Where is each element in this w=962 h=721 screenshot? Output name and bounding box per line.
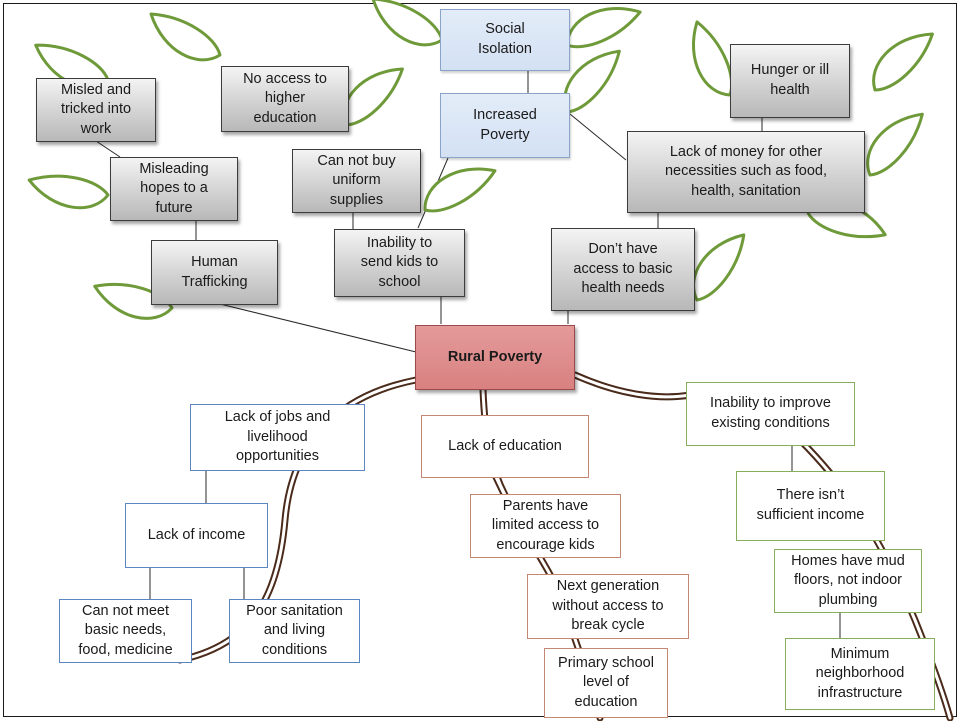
node-parents-limited-access: Parents have limited access to encourage… <box>470 494 621 558</box>
node-rural-poverty: Rural Poverty <box>415 325 575 390</box>
node-primary-school: Primary school level of education <box>544 648 668 718</box>
node-no-access-higher-education: No access to higher education <box>221 66 349 132</box>
node-poor-sanitation: Poor sanitation and living conditions <box>229 599 360 663</box>
node-misled: Misled and tricked into work <box>36 78 156 142</box>
node-inability-send-kids: Inability to send kids to school <box>334 229 465 297</box>
node-lack-of-jobs: Lack of jobs and livelihood opportunitie… <box>190 404 365 471</box>
node-lack-of-money: Lack of money for other necessities such… <box>627 131 865 213</box>
node-lack-of-education: Lack of education <box>421 415 589 478</box>
node-hunger-ill-health: Hunger or ill health <box>730 44 850 118</box>
node-no-health-access: Don’t have access to basic health needs <box>551 228 695 311</box>
node-minimum-infrastructure: Minimum neighborhood infrastructure <box>785 638 935 710</box>
node-inability-to-improve: Inability to improve existing conditions <box>686 382 855 446</box>
node-increased-poverty: Increased Poverty <box>440 93 570 158</box>
node-misleading-hopes: Misleading hopes to a future <box>110 157 238 221</box>
node-human-trafficking: Human Trafficking <box>151 240 278 305</box>
node-cannot-buy-uniform: Can not buy uniform supplies <box>292 149 421 213</box>
node-social-isolation: Social Isolation <box>440 9 570 71</box>
node-next-generation: Next generation without access to break … <box>527 574 689 639</box>
node-lack-of-income: Lack of income <box>125 503 268 568</box>
node-cannot-meet-basic-needs: Can not meet basic needs, food, medicine <box>59 599 192 663</box>
node-mud-floors: Homes have mud floors, not indoor plumbi… <box>774 549 922 613</box>
node-insufficient-income: There isn’t sufficient income <box>736 471 885 541</box>
